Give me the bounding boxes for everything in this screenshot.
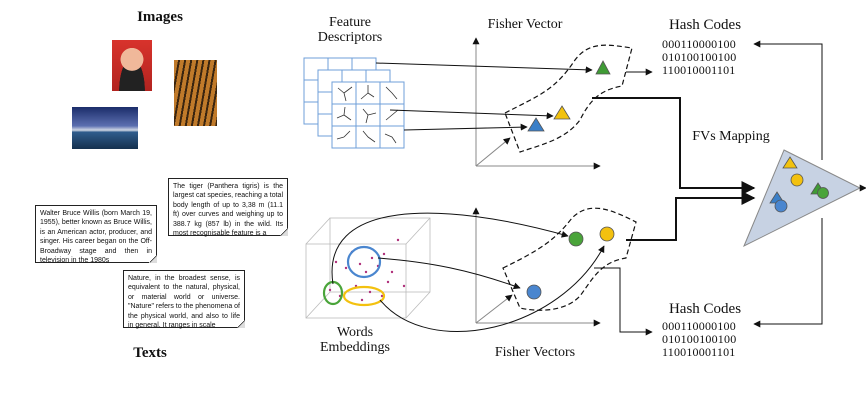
descriptor-grid-stack (303, 57, 405, 149)
texts-heading: Texts (133, 345, 167, 361)
embedding-cube (305, 217, 431, 319)
tiger-text-note: The tiger (Panthera tigris) is the large… (168, 178, 288, 237)
landscape-photo (72, 107, 138, 149)
hash-codes-top-label: Hash Codes (668, 17, 742, 33)
fv-triangle-green (595, 60, 611, 75)
feature-descriptors-label: Feature Descriptors (317, 15, 383, 45)
hash-codes-bottom-label: Hash Codes (668, 301, 742, 317)
mapping-circle-green (817, 187, 829, 199)
cluster-blue (346, 245, 382, 279)
hash-code-row: 000110000100 (662, 37, 736, 51)
hash-code-row: 010100100100 (662, 332, 737, 346)
fv-circle-blue (526, 284, 542, 300)
hash-codes-bottom: 000110000100 010100100100 110010001101 (662, 320, 736, 359)
willis-text-note: Walter Bruce Willis (born March 19, 1955… (35, 205, 157, 264)
mapping-circle-yellow (790, 173, 804, 187)
fisher-vector-label: Fisher Vector (487, 17, 563, 32)
manifold-bottom (502, 207, 637, 311)
descriptor-arrows (375, 62, 593, 131)
embedding-points (328, 238, 406, 302)
fisher-vector-axes-top (472, 37, 601, 170)
tiger-photo (174, 60, 217, 126)
fvs-mapping-space (743, 149, 862, 248)
words-embeddings-label: Words Embeddings (320, 325, 390, 355)
nature-text-note: Nature, in the broadest sense, is equiva… (123, 270, 245, 329)
hash-codes-top: 000110000100 010100100100 110010001101 (662, 38, 736, 77)
fv-triangle-yellow (553, 105, 571, 120)
manifold-top (504, 44, 633, 153)
hash-code-row: 110010001101 (662, 345, 736, 359)
hash-arrows (594, 40, 823, 336)
mapping-triangle-yellow (782, 156, 798, 169)
fv-triangle-blue (527, 117, 545, 132)
descriptor-gradients (336, 85, 399, 144)
cluster-green (322, 280, 344, 306)
hash-code-row: 110010001101 (662, 63, 736, 77)
fisher-vectors-label: Fisher Vectors (494, 345, 576, 360)
mapping-arrows (592, 97, 756, 241)
mapping-circle-blue (774, 199, 788, 213)
cluster-yellow (342, 285, 386, 307)
hash-code-row: 000110000100 (662, 319, 736, 333)
fv-circle-yellow (599, 226, 615, 242)
fv-circle-green (568, 231, 584, 247)
fvs-mapping-label: FVs Mapping (692, 129, 770, 144)
portrait-photo (112, 40, 152, 91)
embedding-arrows (331, 212, 605, 332)
images-heading: Images (137, 9, 183, 25)
hash-code-row: 010100100100 (662, 50, 737, 64)
fisher-vector-axes-bottom (472, 207, 601, 327)
